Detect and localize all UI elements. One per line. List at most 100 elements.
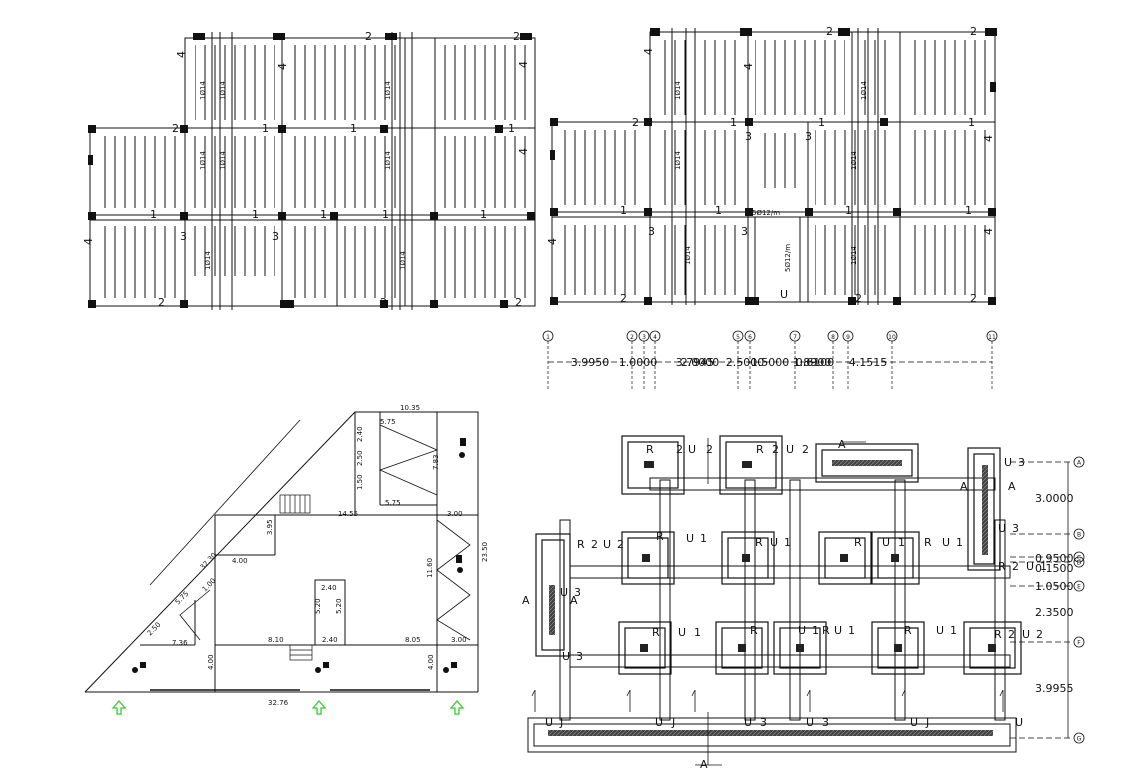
footing-tag: U xyxy=(678,626,686,639)
site-dim: 3.95 xyxy=(266,519,274,535)
footing-mark: U xyxy=(780,288,788,301)
footing-tag: U xyxy=(545,716,553,729)
footing-tag: 2 xyxy=(1036,628,1043,641)
section-marker: A xyxy=(570,594,578,607)
footing-tag: U xyxy=(942,536,950,549)
beam-mark: 4 xyxy=(982,135,995,142)
beam-mark: 1 xyxy=(382,208,389,221)
bar-label: 1Ø14 xyxy=(674,81,682,100)
footing-tag: 1 xyxy=(784,536,791,549)
section-marker: A xyxy=(838,438,846,451)
footing-tag: R xyxy=(904,624,912,637)
beam-mark: 3 xyxy=(745,130,752,143)
row-label: A xyxy=(1077,460,1082,467)
beam-mark: 1 xyxy=(715,204,722,217)
grid-axis-label: 10 xyxy=(888,334,896,341)
footing-tag: 3 xyxy=(1012,522,1019,535)
beam-mark: 1 xyxy=(480,208,487,221)
footing-tag: 2 xyxy=(706,443,713,456)
row-label: E xyxy=(1077,584,1081,591)
footing-tag: R xyxy=(646,443,654,456)
site-dim: 4.00 xyxy=(207,654,215,670)
bar-label: 1Ø14 xyxy=(399,251,407,270)
beam-mark: 2 xyxy=(365,30,372,43)
foundation-row-marks: ABCDEFG3.00000.95000.15001.05002.35003.9… xyxy=(1035,456,1085,744)
beam-mark: 2 xyxy=(172,122,179,135)
footing-tag: R xyxy=(577,538,585,551)
beam-mark: 3 xyxy=(648,225,655,238)
footing-tag: 3 xyxy=(760,716,767,729)
site-dim: 2.40 xyxy=(356,426,364,442)
footing-tag: R xyxy=(750,624,758,637)
row-bubble xyxy=(1073,456,1085,468)
site-dim: 5.75 xyxy=(380,418,396,426)
grid-axis-label: 2 xyxy=(630,334,634,341)
beam-mark: 1 xyxy=(620,204,627,217)
row-dimension: 3.0000 xyxy=(1035,492,1074,505)
footing-tag: U xyxy=(882,536,890,549)
footing-tag: 2 xyxy=(802,443,809,456)
footing-tag: R xyxy=(756,443,764,456)
beam-mark: 1 xyxy=(508,122,515,135)
footing-tag: U xyxy=(786,443,794,456)
beam-mark: 2 xyxy=(620,292,627,305)
beam-mark: 1 xyxy=(150,208,157,221)
footing-tag: U xyxy=(655,716,663,729)
footing-tag: 1 xyxy=(1040,560,1047,573)
footing-tag: U xyxy=(910,716,918,729)
bar-label: 1Ø14 xyxy=(204,251,212,270)
footing-tag: 1 xyxy=(950,624,957,637)
footing-tag: 3 xyxy=(574,586,581,599)
site-dim: 4.00 xyxy=(427,654,435,670)
mesh-label: 5Ø12/m xyxy=(784,244,792,272)
footing-tag: 3 xyxy=(822,716,829,729)
footing-tag: 1 xyxy=(956,536,963,549)
beam-mark: 4 xyxy=(546,238,559,245)
site-dim: 3.00 xyxy=(447,510,463,518)
footing-tag: 2 xyxy=(617,538,624,551)
site-plan-dims: 10.35 5.75 2.40 2.50 1.50 5.75 7.83 3.95… xyxy=(146,404,489,707)
footing-tag: R xyxy=(822,624,830,637)
grid-axis-label: 6 xyxy=(748,334,752,341)
row-dimension: 2.3500 xyxy=(1035,606,1074,619)
beam-mark: 1 xyxy=(320,208,327,221)
beam-mark: 2 xyxy=(970,292,977,305)
footing-tag: R xyxy=(652,626,660,639)
row-dimension: 0.9500 xyxy=(1035,552,1074,565)
footing-tag: U xyxy=(834,624,842,637)
footing-tag: U xyxy=(936,624,944,637)
bar-label: 1Ø14 xyxy=(674,151,682,170)
beam-mark: 1 xyxy=(730,116,737,129)
bar-label: 1Ø14 xyxy=(199,81,207,100)
site-dim: 11.60 xyxy=(426,558,434,578)
beam-mark: 2 xyxy=(515,296,522,309)
footing-tag: 3 xyxy=(1018,456,1025,469)
footing-tag: R xyxy=(755,536,763,549)
footing-tag: R xyxy=(656,530,664,543)
beam-mark: 3 xyxy=(805,130,812,143)
row-bubble xyxy=(1073,580,1085,592)
footing-tag: R xyxy=(994,628,1002,641)
grid-axis-label: 11 xyxy=(988,334,996,341)
bar-label: 1Ø14 xyxy=(860,81,868,100)
footing-tag: U xyxy=(603,538,611,551)
footing-tag: J xyxy=(559,716,563,729)
section-marker: A xyxy=(1008,480,1016,493)
beam-mark: 4 xyxy=(517,148,530,155)
grid-axis-label: 4 xyxy=(653,334,657,341)
row-bubble xyxy=(1073,636,1085,648)
grid-axis-label: 9 xyxy=(846,334,850,341)
beam-mark: 4 xyxy=(175,51,188,58)
site-plan xyxy=(84,411,479,693)
footing-tag: U xyxy=(744,716,752,729)
site-dim: 7.83 xyxy=(432,454,440,470)
bar-label: 1Ø14 xyxy=(684,246,692,265)
footing-tag: J xyxy=(925,716,929,729)
row-label: C xyxy=(1077,555,1081,562)
grid-dimension: 3.9950 xyxy=(571,356,610,369)
beam-mark: 2 xyxy=(380,296,387,309)
row-bubble xyxy=(1073,551,1085,563)
site-dim: 5.75 xyxy=(174,590,191,607)
footing-tag: R xyxy=(924,536,932,549)
